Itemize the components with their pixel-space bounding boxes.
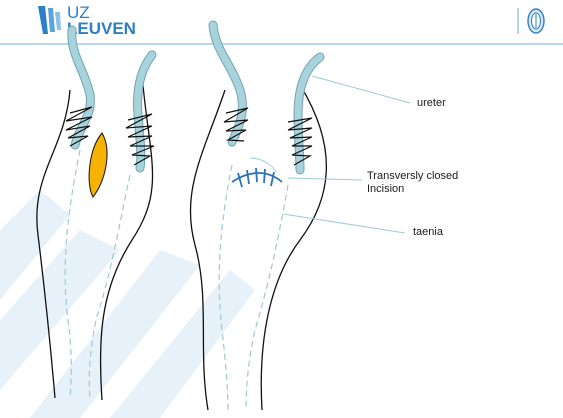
taenia-leader [283, 214, 405, 233]
incision-arc-guide [250, 158, 276, 172]
left-bowel-wall-inner [100, 85, 152, 400]
left-panel [37, 30, 154, 400]
incision-label-line-2: Incision [367, 183, 404, 196]
right-bowel-wall-inner [261, 85, 326, 410]
ureter-leader [312, 76, 410, 103]
right-taenia-2 [246, 185, 288, 410]
left-taenia-1 [65, 150, 80, 398]
open-incision [89, 133, 107, 197]
right-taenia-1 [219, 165, 232, 410]
incision-label-line-1: Transversly closed [367, 170, 458, 183]
taenia-label: taenia [413, 226, 443, 239]
left-taenia-2 [89, 175, 130, 398]
ureter-label: ureter [417, 97, 446, 110]
left-bowel-wall-outer [37, 90, 70, 398]
closed-incision [232, 168, 282, 187]
